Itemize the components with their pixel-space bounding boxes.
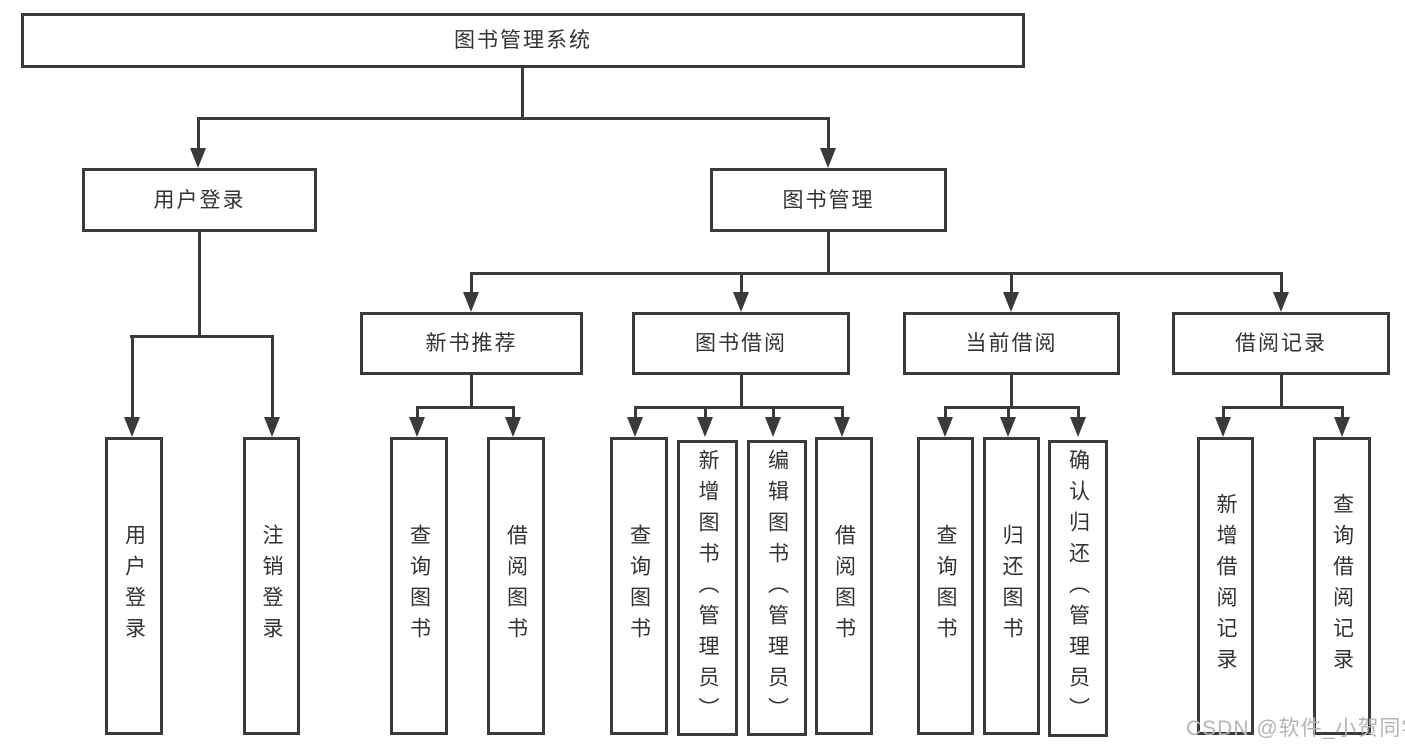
node-label: 用户登录 xyxy=(153,188,246,212)
node-add-books-admin: 新增图书（管理员） xyxy=(677,440,738,736)
node-query-books-borrowing: 查询图书 xyxy=(610,437,668,735)
node-query-books-current: 查询图书 xyxy=(917,437,974,735)
node-label: 当前借阅 xyxy=(965,332,1058,355)
node-label: 查询图书 xyxy=(407,524,431,648)
connector-vline xyxy=(470,272,473,295)
node-label: 新增借阅记录 xyxy=(1214,493,1237,679)
connector-vline xyxy=(1222,406,1225,419)
node-query-borrow-record: 查询借阅记录 xyxy=(1313,437,1371,735)
node-label: 编辑图书（管理员） xyxy=(765,448,789,728)
watermark: CSDN @软件_小贺同学 xyxy=(1186,717,1405,740)
connector-vline xyxy=(634,406,637,419)
connector-vline xyxy=(1280,375,1283,409)
connector-vline xyxy=(1077,406,1080,419)
node-label: 确认归还（管理员） xyxy=(1066,449,1090,728)
connector-vline xyxy=(512,406,515,419)
node-user-login: 用户登录 xyxy=(82,168,317,232)
arrow-down-icon xyxy=(937,417,953,437)
connector-vline xyxy=(1010,375,1013,409)
connector-vline xyxy=(1010,272,1013,295)
arrow-down-icon xyxy=(697,417,713,437)
node-label: 新增图书（管理员） xyxy=(696,448,719,728)
node-book-management: 图书管理 xyxy=(710,168,947,232)
arrow-down-icon xyxy=(505,417,521,437)
connector-vline xyxy=(131,335,134,419)
node-return-books: 归还图书 xyxy=(983,437,1040,735)
node-label: 图书借阅 xyxy=(695,332,787,355)
node-label: 查询图书 xyxy=(934,524,957,648)
node-current-borrowing: 当前借阅 xyxy=(903,312,1120,375)
connector-vline xyxy=(944,406,947,419)
arrow-down-icon xyxy=(409,417,425,437)
connector-vline xyxy=(740,375,743,409)
node-borrowing-records: 借阅记录 xyxy=(1172,312,1390,375)
arrow-down-icon xyxy=(190,148,206,168)
node-label: 借阅图书 xyxy=(504,524,528,648)
node-label: 图书管理 xyxy=(782,188,875,212)
connector-vline xyxy=(470,375,473,409)
node-label: 图书管理系统 xyxy=(454,29,592,52)
node-label: 归还图书 xyxy=(1000,524,1023,648)
node-logout: 注销登录 xyxy=(243,437,300,735)
connector-vline xyxy=(1007,406,1010,419)
connector-vline xyxy=(841,406,844,419)
connector-vline xyxy=(827,232,830,275)
connector-hline xyxy=(416,406,515,409)
arrow-down-icon xyxy=(1070,417,1086,437)
connector-vline xyxy=(772,406,775,419)
arrow-down-icon xyxy=(765,417,781,437)
arrow-down-icon xyxy=(124,417,140,437)
node-borrow-books-borrowing: 借阅图书 xyxy=(815,437,873,735)
node-book-borrowing: 图书借阅 xyxy=(632,312,850,375)
connector-hline xyxy=(470,272,1282,275)
connector-vline xyxy=(740,272,743,295)
arrow-down-icon xyxy=(264,417,280,437)
node-edit-books-admin: 编辑图书（管理员） xyxy=(747,440,807,736)
node-label: 注销登录 xyxy=(260,524,283,648)
node-label: 用户登录 xyxy=(122,524,146,648)
node-label: 借阅记录 xyxy=(1235,332,1327,355)
arrow-down-icon xyxy=(627,417,643,437)
node-new-book-recommend: 新书推荐 xyxy=(360,312,583,375)
arrow-down-icon xyxy=(1000,417,1016,437)
node-query-books-recommend: 查询图书 xyxy=(390,437,448,735)
node-label: 查询图书 xyxy=(627,524,651,648)
connector-hline xyxy=(944,406,1080,409)
arrow-down-icon xyxy=(1334,417,1350,437)
node-borrow-books-recommend: 借阅图书 xyxy=(487,437,545,735)
arrow-down-icon xyxy=(463,292,479,312)
node-confirm-return-admin: 确认归还（管理员） xyxy=(1048,440,1108,737)
connector-hline xyxy=(1222,406,1344,409)
connector-vline xyxy=(271,335,274,419)
connector-vline xyxy=(827,117,830,151)
node-add-borrow-record: 新增借阅记录 xyxy=(1197,437,1254,735)
arrow-down-icon xyxy=(1215,417,1231,437)
connector-vline xyxy=(197,117,200,151)
arrow-down-icon xyxy=(820,148,836,168)
connector-vline xyxy=(704,406,707,419)
connector-hline xyxy=(197,117,830,120)
connector-vline xyxy=(198,232,201,338)
node-label: 借阅图书 xyxy=(832,524,856,648)
connector-vline xyxy=(521,68,524,119)
node-root: 图书管理系统 xyxy=(21,13,1025,68)
connector-hline xyxy=(634,406,844,409)
connector-vline xyxy=(416,406,419,419)
connector-vline xyxy=(1341,406,1344,419)
node-label: 查询借阅记录 xyxy=(1330,493,1354,679)
arrow-down-icon xyxy=(1273,292,1289,312)
node-label: 新书推荐 xyxy=(425,332,518,355)
arrow-down-icon xyxy=(1003,292,1019,312)
arrow-down-icon xyxy=(733,292,749,312)
connector-hline xyxy=(130,335,273,338)
node-user-login-action: 用户登录 xyxy=(105,437,163,735)
connector-vline xyxy=(1280,272,1283,295)
arrow-down-icon xyxy=(834,417,850,437)
